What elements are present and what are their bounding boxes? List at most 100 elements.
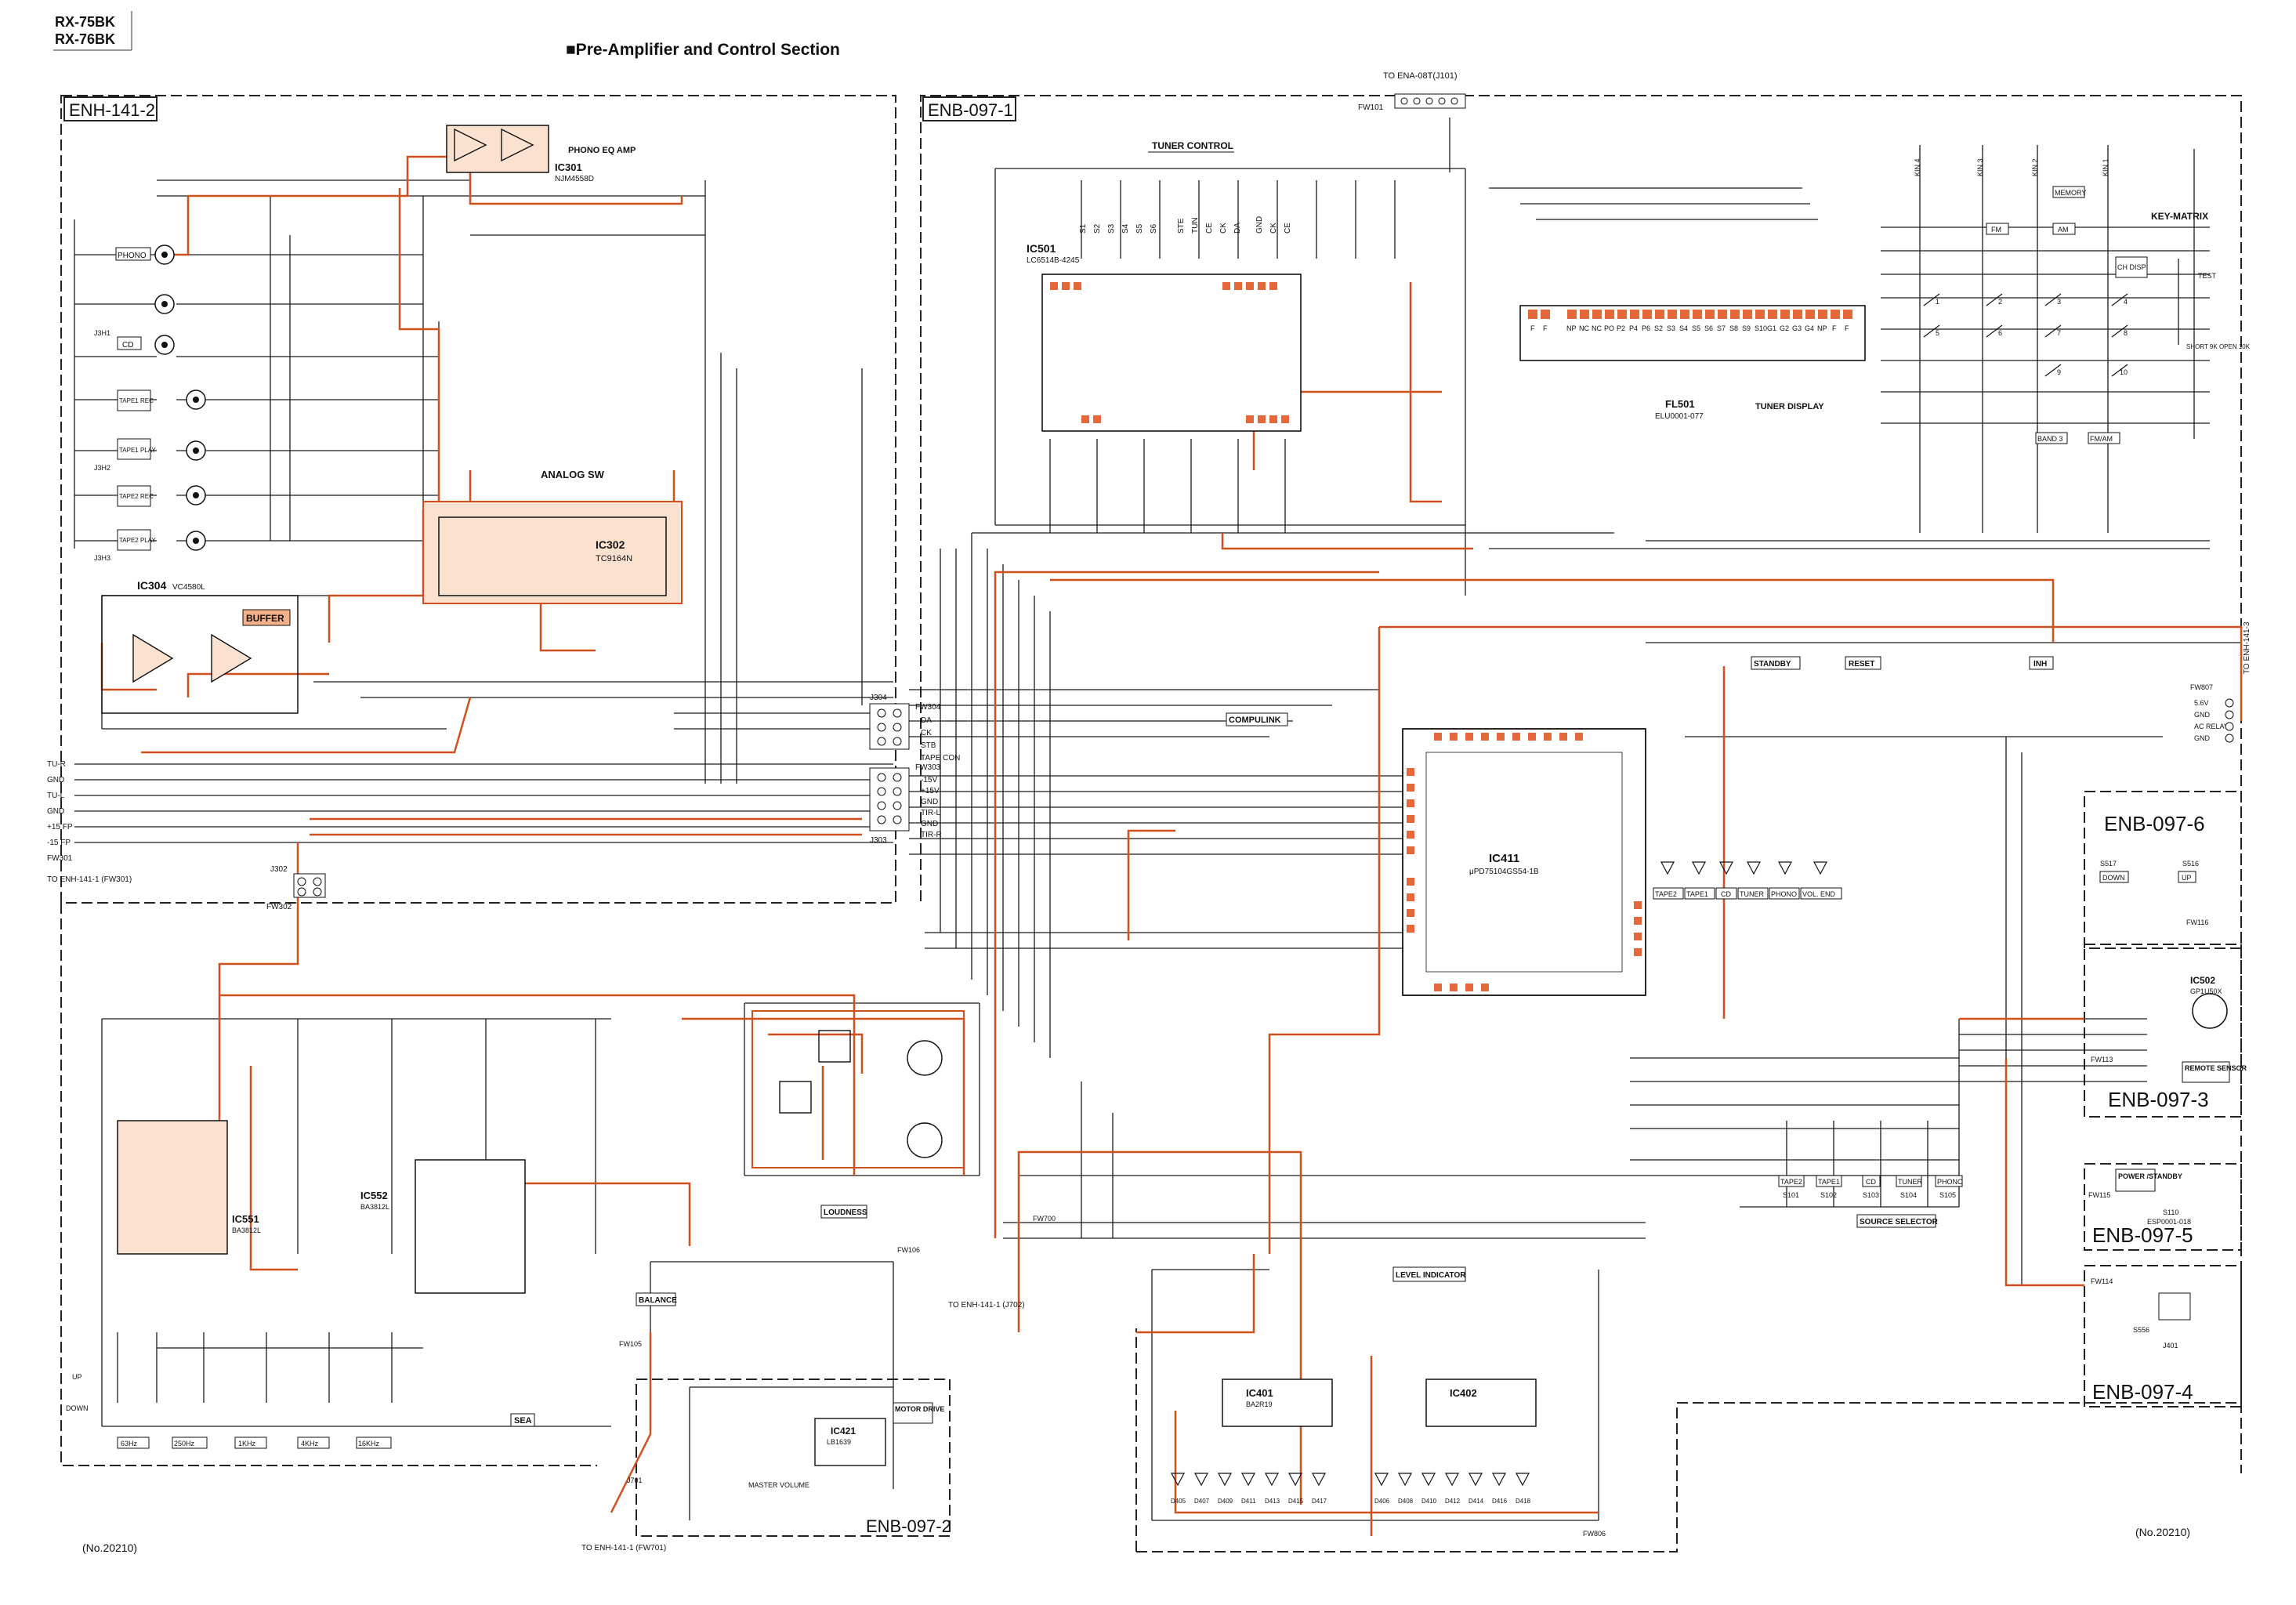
mid-pin-m15v: -15V	[921, 776, 937, 784]
key-9: 9	[2057, 368, 2061, 376]
analog-sw-highlight	[422, 501, 683, 604]
sea-1khz: 1KHz	[238, 1440, 256, 1447]
fl-pin-2: F	[1543, 324, 1548, 332]
ic302-part: TC9164N	[596, 554, 632, 563]
fl501-pin-labels: F F NP NC NC PO P2 P4 P6 S2 S3 S4 S5 S6 …	[1530, 324, 1849, 332]
fl-pin-15: S7	[1717, 324, 1726, 332]
ic552-part: BA3812L	[360, 1203, 389, 1211]
enb5-s110: S110	[2163, 1208, 2178, 1216]
fl-pin-3: NP	[1566, 324, 1577, 332]
fl-pin-22: G4	[1805, 324, 1814, 332]
led-phono: PHONO	[1771, 890, 1797, 898]
ic421-label: IC421	[831, 1426, 856, 1437]
mid-pin-p15v: +15V	[921, 787, 940, 795]
middle-connectors: J304 FW304 DA CK STB TAPE CON FW303 -15V…	[266, 694, 960, 911]
tape1-play-label: TAPE1 PLAY	[119, 447, 157, 454]
enb4-j401: J401	[2163, 1342, 2178, 1350]
fl501-part: ELU0001-077	[1655, 412, 1704, 421]
to-enh-141-1-fw701: TO ENH-141-1 (FW701)	[581, 1544, 666, 1552]
key-2: 2	[1998, 298, 2002, 306]
compulink-label: COMPULINK	[1229, 716, 1281, 725]
wiring	[74, 118, 2241, 1521]
ss-s105: S105	[1939, 1191, 1956, 1199]
jack-tape1-rec: TAPE1 REC	[117, 389, 206, 411]
right-pin-4: GND	[2194, 734, 2211, 742]
led-cd: CD	[1721, 890, 1731, 898]
mid-pin-da: DA	[921, 716, 932, 725]
to-enh-141-1-j702: TO ENH-141-1 (J702)	[948, 1301, 1025, 1310]
ic501-part: LC6514B-4245	[1027, 256, 1080, 265]
key-fm: FM	[1991, 226, 2001, 234]
ic552-label: IC552	[360, 1190, 388, 1201]
mid-pin-stb: STB	[921, 741, 936, 750]
ic411-label: IC411	[1489, 852, 1519, 865]
enb5-part: ESP0001-018	[2147, 1218, 2191, 1226]
signal-path-highlight	[100, 133, 2243, 1536]
fl-pin-7: P2	[1617, 324, 1625, 332]
left-pin-3: TU-L	[47, 792, 65, 800]
tuner-control-label: TUNER CONTROL	[1152, 140, 1233, 151]
sea-label: SEA	[514, 1416, 532, 1426]
ic421-body	[814, 1418, 886, 1466]
sea-bands: 63Hz 250Hz 1KHz 4KHz 16KHz	[117, 1437, 392, 1449]
led-vol-end: VOL. END	[1802, 890, 1836, 898]
fw807-label: FW807	[2190, 683, 2213, 691]
fw303-label: FW303	[915, 763, 941, 772]
led-d412: D412	[1445, 1498, 1461, 1505]
led-d415: D415	[1288, 1498, 1304, 1505]
sea-4khz: 4KHz	[301, 1440, 319, 1447]
j3h3-label: J3H3	[94, 554, 110, 562]
fw301-label: FW301	[47, 854, 73, 863]
fl-pin-17: S9	[1742, 324, 1751, 332]
remote-sensor-label: REMOTE SENSOR	[2185, 1064, 2247, 1072]
j303-label: J303	[870, 836, 887, 845]
ic411-part: μPD75104GS54-1B	[1469, 868, 1539, 876]
fl-pin-13: S5	[1692, 324, 1700, 332]
source-leds: TAPE2 TAPE1 CD TUNER PHONO VOL. END	[1653, 861, 1842, 900]
sea-down: DOWN	[66, 1404, 89, 1412]
fw304-label: FW304	[915, 703, 941, 712]
to-ena-08t-label: TO ENA-08T(J101)	[1383, 71, 1458, 81]
analog-sw-label: ANALOG SW	[541, 469, 605, 480]
mid-pin-gnd1: GND	[921, 798, 938, 806]
mid-pin-tape-con: TAPE CON	[921, 754, 960, 763]
tuner-pin-14: CE	[1284, 223, 1292, 234]
key-4: 4	[2124, 298, 2128, 306]
phono-label: PHONO	[118, 252, 147, 260]
ic502-part: GP1U50X	[2190, 987, 2222, 995]
power-standby-label: POWER /STANDBY	[2118, 1172, 2182, 1180]
fl-pin-20: G2	[1780, 324, 1789, 332]
balance-label: BALANCE	[639, 1296, 677, 1305]
board-label-enb-097-1: ENB-097-1	[928, 100, 1013, 120]
board-label-enb-097-2: ENB-097-2	[866, 1516, 951, 1536]
led-d407: D407	[1194, 1498, 1210, 1505]
to-enh-141-3-label: TO ENH-141-3	[2243, 621, 2251, 674]
fl-pin-5: NC	[1592, 324, 1602, 332]
fw101-label: FW101	[1358, 103, 1384, 112]
tuner-pin-3: S3	[1107, 223, 1116, 234]
ic501-body	[1041, 274, 1302, 432]
fl-pin-18: S10	[1755, 324, 1767, 332]
led-d413: D413	[1265, 1498, 1280, 1505]
fl-pin-19: G1	[1767, 324, 1776, 332]
fl501-pads	[1528, 310, 1852, 319]
ss-s104: S104	[1900, 1191, 1917, 1199]
fl-pin-12: S4	[1679, 324, 1688, 332]
fw105-label: FW105	[619, 1340, 642, 1348]
enb-097-6-contents: DOWN UP S517 S516 FW116	[2099, 860, 2208, 926]
inh-label: INH	[2033, 660, 2047, 668]
ic402-body	[1425, 1379, 1537, 1427]
board-outlines	[60, 95, 2242, 1552]
jack-tape2-play: TAPE2 PLAY J3H3	[94, 529, 206, 562]
tuner-pin-2: S2	[1093, 223, 1102, 234]
ss-s103: S103	[1863, 1191, 1879, 1199]
buffer-label: BUFFER	[246, 613, 284, 624]
fw302-label: FW302	[266, 903, 292, 911]
key-3: 3	[2057, 298, 2061, 306]
fw116-label: FW116	[2186, 918, 2208, 926]
right-connector: TO ENH-141-3 FW807 5.6V GND AC RELAY GND	[2190, 621, 2251, 743]
key-8: 8	[2124, 329, 2128, 337]
page-number-right: (No.20210)	[2135, 1526, 2190, 1538]
ic552-body	[415, 1159, 526, 1294]
